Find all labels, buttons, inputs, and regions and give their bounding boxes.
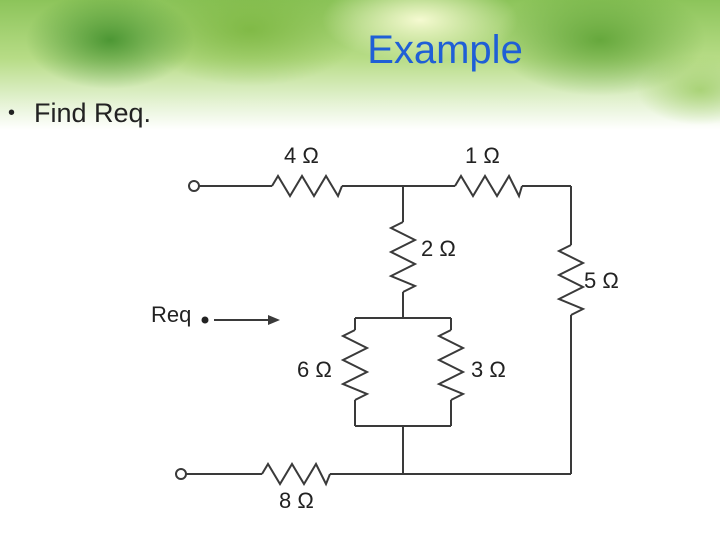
resistor-8-ohm	[261, 461, 331, 487]
label-5-ohm: 5 Ω	[584, 268, 619, 293]
resistor-3-ohm	[436, 329, 466, 401]
resistor-2-ohm	[388, 221, 418, 293]
bullet-item: • Find Req.	[8, 98, 151, 129]
resistor-5-ohm	[556, 244, 586, 316]
label-8-ohm: 8 Ω	[279, 488, 314, 513]
leafy-header-background	[0, 0, 720, 130]
label-4-ohm: 4 Ω	[284, 143, 319, 168]
resistor-1-ohm	[454, 173, 523, 199]
req-label: Req	[151, 302, 192, 327]
req-arrowhead	[268, 315, 280, 325]
resistor-4-ohm	[271, 174, 343, 199]
label-2-ohm: 2 Ω	[421, 236, 456, 261]
top-terminal	[188, 180, 200, 192]
bullet-icon: •	[8, 102, 16, 124]
slide-title: Example	[367, 28, 523, 72]
bullet-text: Find Req.	[34, 98, 152, 128]
resistor-6-ohm	[340, 329, 370, 401]
label-1-ohm: 1 Ω	[465, 143, 500, 168]
bottom-terminal	[175, 468, 187, 480]
req-node	[201, 316, 209, 324]
label-6-ohm: 6 Ω	[297, 357, 332, 382]
label-3-ohm: 3 Ω	[471, 357, 506, 382]
